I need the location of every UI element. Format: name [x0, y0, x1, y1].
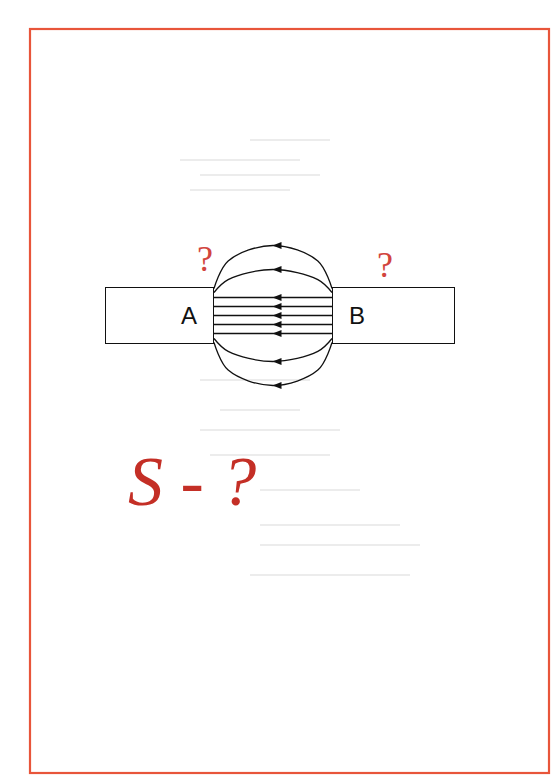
- field-line-path: [214, 343, 332, 386]
- arrowhead: [273, 242, 282, 249]
- rod-b: B: [332, 287, 455, 344]
- arrowhead: [273, 312, 282, 319]
- pole-letter: A: [181, 302, 197, 330]
- field-line-path: [214, 339, 332, 362]
- arrowhead: [273, 266, 282, 273]
- field-line: [214, 321, 332, 328]
- area-question: S - ?: [128, 442, 256, 522]
- field-line: [214, 343, 332, 390]
- pole-letter: B: [349, 302, 365, 330]
- question-mark: ?: [197, 238, 213, 280]
- field-line: [214, 312, 332, 319]
- field-line: [214, 294, 332, 301]
- field-line: [214, 330, 332, 337]
- arrowhead: [273, 382, 282, 389]
- field-line: [214, 266, 332, 293]
- field-line: [214, 339, 332, 366]
- field-line-path: [214, 246, 332, 289]
- field-line: [214, 303, 332, 310]
- arrowhead: [273, 294, 282, 301]
- arrowhead: [273, 330, 282, 337]
- arrowhead: [273, 303, 282, 310]
- page-border: [30, 29, 549, 773]
- rod-a: A: [105, 287, 214, 344]
- field-line: [214, 242, 332, 289]
- arrowhead: [273, 321, 282, 328]
- field-line-path: [214, 270, 332, 293]
- arrowhead: [273, 358, 282, 365]
- question-mark: ?: [377, 244, 393, 286]
